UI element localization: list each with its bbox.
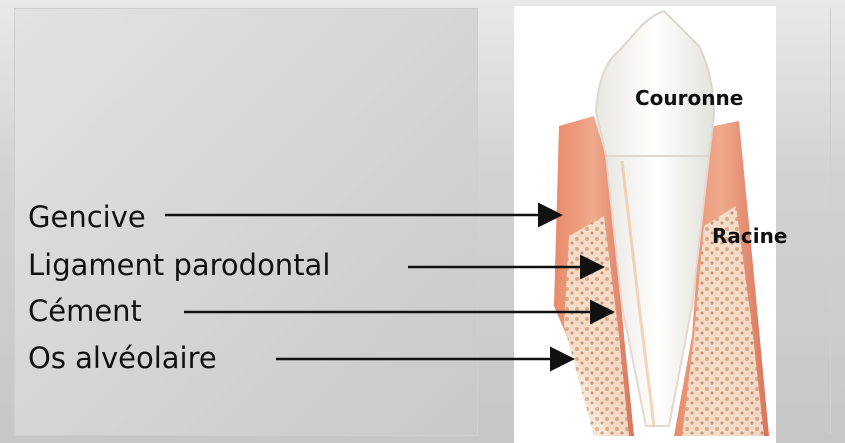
pointer-arrows — [0, 0, 845, 443]
